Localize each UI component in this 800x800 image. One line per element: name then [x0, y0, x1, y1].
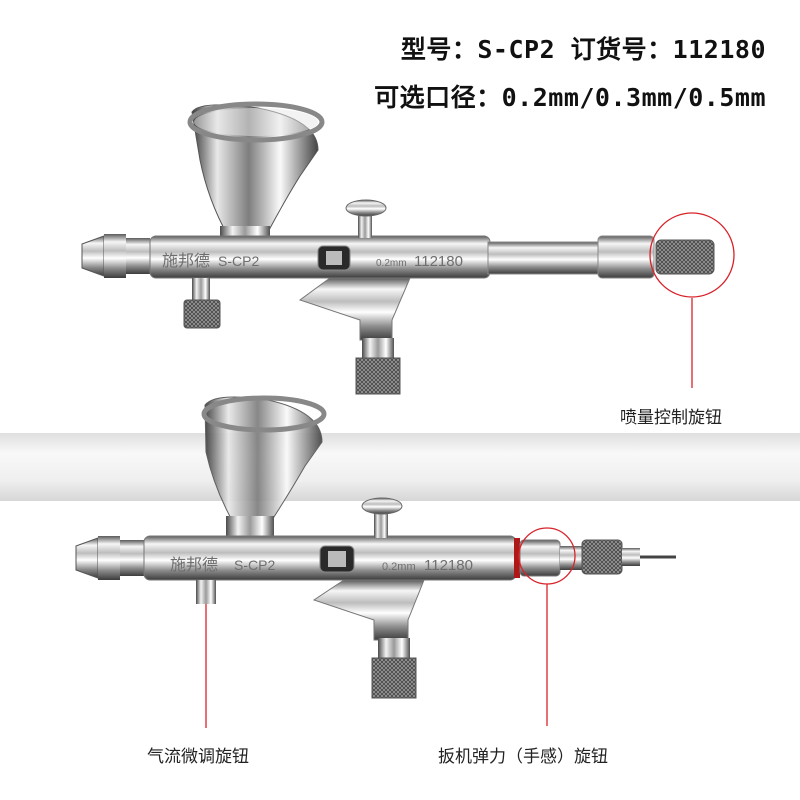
air-valve [298, 277, 411, 341]
paint-cup-bottom [204, 396, 323, 525]
hose-connector-top [355, 357, 401, 395]
model-engraving-top: S-CP2 [218, 253, 259, 269]
size-engraving-top: 0.2mm [376, 258, 407, 269]
airbrush-bottom: 施邦德 S-CP2 0.2mm 112180 [75, 395, 676, 699]
trigger-tension-label: 扳机弹力（手感）旋钮 [438, 747, 608, 767]
cup-rim [187, 101, 325, 143]
number-engraving-top: 112180 [414, 253, 463, 270]
red-o-ring [514, 538, 520, 578]
spray-control-knob [655, 239, 715, 275]
air-adjust-knob-bottom [196, 580, 216, 604]
model-order-info: 型号：S-CP2 订货号：112180 [400, 35, 766, 64]
rear-knurled-cap [581, 539, 623, 575]
air-adjust-label: 气流微调旋钮 [147, 747, 249, 767]
air-hose [0, 433, 800, 501]
spray-knob-label: 喷量控制旋钮 [620, 408, 722, 428]
air-adjust-knob-top [183, 299, 221, 329]
brand-engraving-top: 施邦德 [162, 252, 210, 270]
number-engraving-bottom: 112180 [424, 557, 473, 574]
airbrush-top: 施邦德 S-CP2 0.2mm 112180 [81, 101, 715, 395]
hose-connector-bottom [371, 657, 417, 699]
rear-tube [487, 241, 599, 275]
cup-rim-bottom [201, 395, 327, 433]
nozzle-cap [81, 235, 105, 277]
spray-knob-highlight-circle [649, 212, 735, 298]
brand-engraving-bottom: 施邦德 [170, 556, 218, 574]
nozzle-sizes-info: 可选口径：0.2mm/0.3mm/0.5mm [374, 83, 766, 112]
trigger-tension-knob [519, 539, 561, 577]
model-engraving-bottom: S-CP2 [234, 557, 275, 573]
size-engraving-bottom: 0.2mm [382, 561, 416, 573]
